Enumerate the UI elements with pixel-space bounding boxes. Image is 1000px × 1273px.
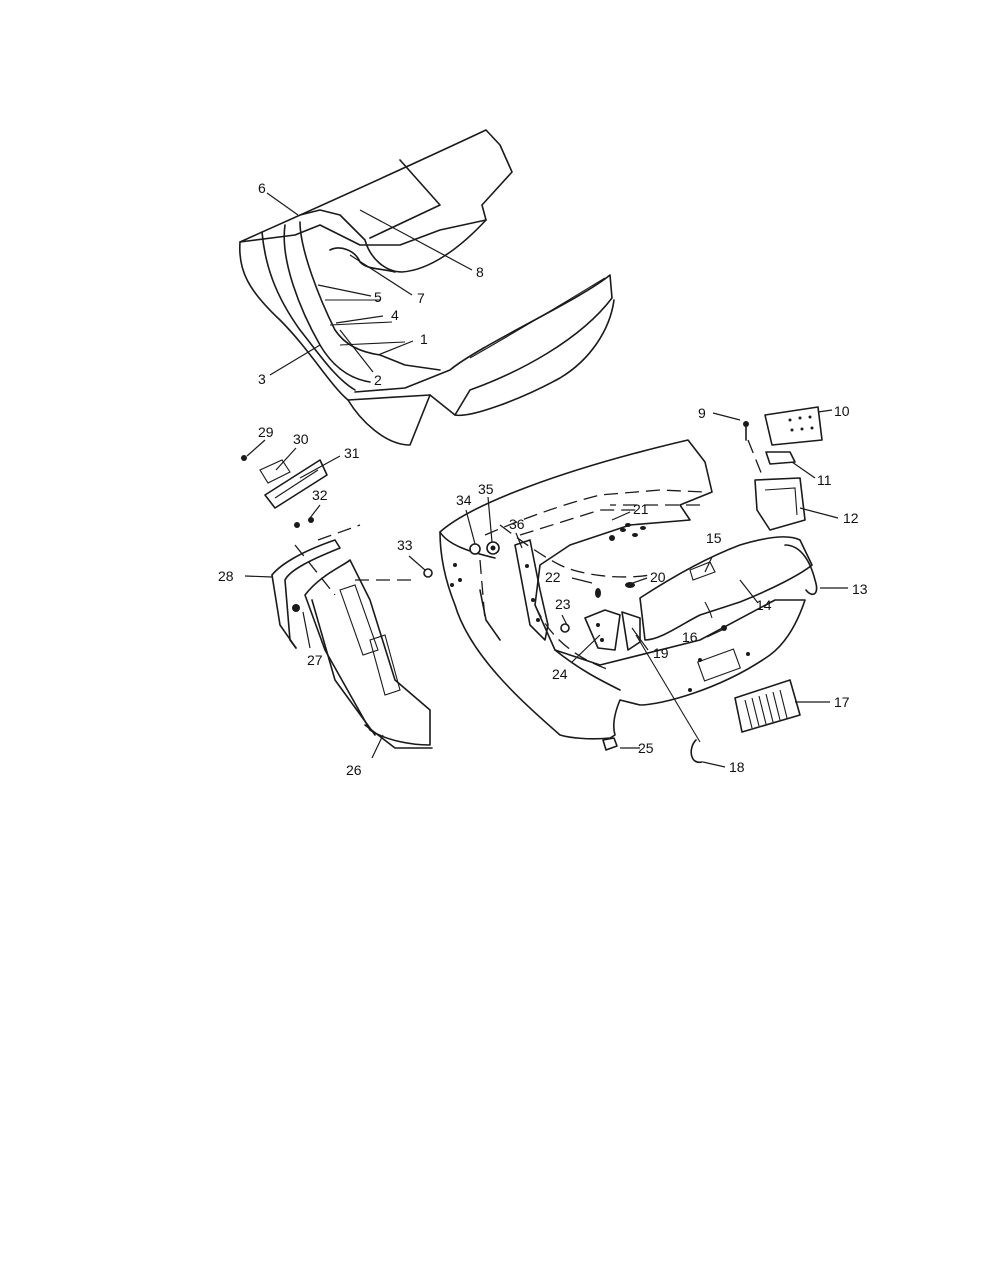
callout-23: 23 — [555, 596, 571, 612]
callout-18: 18 — [729, 759, 745, 775]
callout-5: 5 — [374, 289, 382, 305]
callout-29: 29 — [258, 424, 274, 440]
callout-3: 3 — [258, 371, 266, 387]
callout-21: 21 — [633, 501, 649, 517]
callout-13: 13 — [852, 581, 868, 597]
leader-lines — [244, 192, 848, 768]
upper-hood-assembly — [238, 129, 615, 446]
callout-2: 2 — [374, 372, 382, 388]
lower-body-assembly — [423, 406, 823, 764]
callout-25: 25 — [638, 740, 654, 756]
callout-15: 15 — [706, 530, 722, 546]
callout-20: 20 — [650, 569, 666, 585]
callout-31: 31 — [344, 445, 360, 461]
callout-19: 19 — [653, 645, 669, 661]
callout-9: 9 — [698, 405, 706, 421]
callout-10: 10 — [834, 403, 850, 419]
callout-24: 24 — [552, 666, 568, 682]
callout-labels: 1 2 3 4 5 6 7 8 9 10 11 12 13 14 15 16 1… — [218, 180, 868, 778]
callout-17: 17 — [834, 694, 850, 710]
callout-8: 8 — [476, 264, 484, 280]
callout-7: 7 — [417, 290, 425, 306]
callout-16: 16 — [682, 629, 698, 645]
callout-32: 32 — [312, 487, 328, 503]
callout-35: 35 — [478, 481, 494, 497]
callout-14: 14 — [756, 597, 772, 613]
callout-36: 36 — [509, 516, 525, 532]
callout-12: 12 — [843, 510, 859, 526]
callout-4: 4 — [391, 307, 399, 323]
callout-33: 33 — [397, 537, 413, 553]
callout-34: 34 — [456, 492, 472, 508]
callout-28: 28 — [218, 568, 234, 584]
callout-26: 26 — [346, 762, 362, 778]
callout-6: 6 — [258, 180, 266, 196]
callout-1: 1 — [420, 331, 428, 347]
callout-30: 30 — [293, 431, 309, 447]
callout-11: 11 — [817, 472, 832, 488]
callout-27: 27 — [307, 652, 323, 668]
front-bumper-assembly — [241, 455, 433, 749]
callout-22: 22 — [545, 569, 561, 585]
